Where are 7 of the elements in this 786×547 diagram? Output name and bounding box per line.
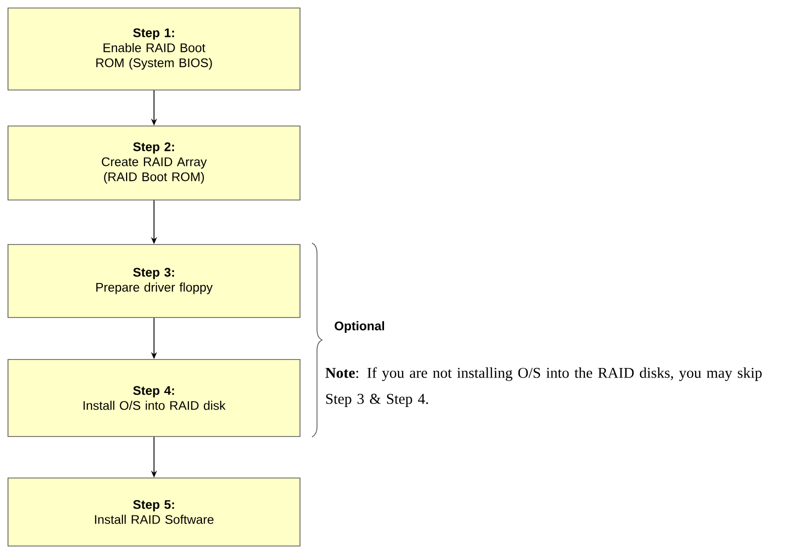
step-box: Step 3: Prepare driver floppy	[8, 244, 300, 318]
label-text: Optional	[334, 321, 384, 333]
step-box: Step 4: Install O/S into RAID disk	[8, 359, 300, 437]
step-box: Step 1: Enable RAID Boot ROM (System BIOS)	[8, 8, 300, 90]
note-text: Note: If you are not installing O/S into the RAID disks, you may skip Step 3 & Step 4.	[326, 367, 762, 407]
step-box: Step 2: Create RAID Array (RAID Boot ROM)	[8, 126, 300, 200]
step-box: Step 5: Install RAID Software	[8, 478, 300, 546]
